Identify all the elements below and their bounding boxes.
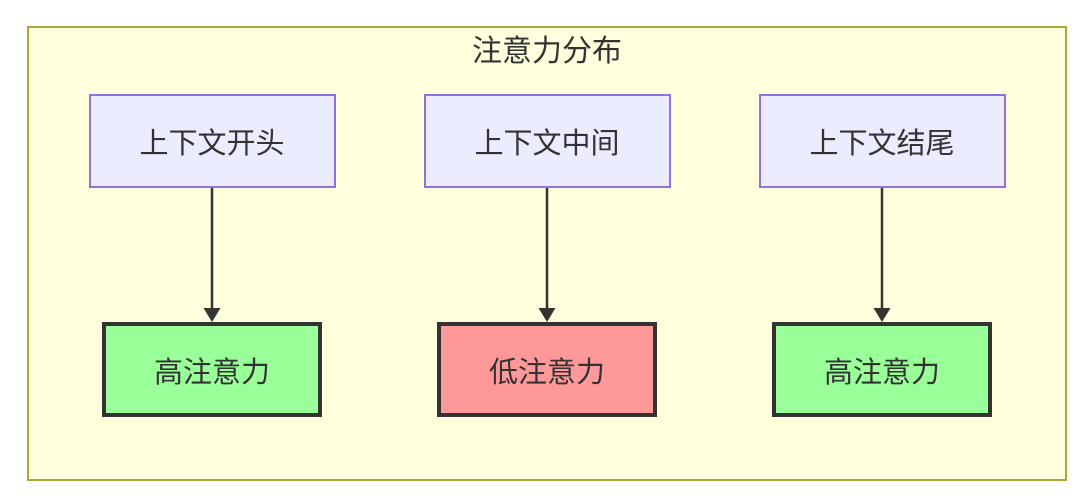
attention-distribution-cluster: 注意力分布 上下文开头 高注意力 上下文中间 — [27, 26, 1067, 481]
node-context-middle: 上下文中间 — [423, 94, 671, 188]
arrow-down-icon — [538, 188, 556, 322]
node-context-middle-label: 上下文中间 — [474, 128, 620, 160]
diagram-title: 注意力分布 — [472, 35, 622, 68]
node-attention-start: 高注意力 — [102, 322, 322, 417]
node-context-start-label: 上下文开头 — [139, 128, 285, 160]
node-context-end: 上下文结尾 — [758, 94, 1006, 188]
column-context-start: 上下文开头 高注意力 — [88, 94, 336, 417]
node-attention-end: 高注意力 — [772, 322, 992, 417]
column-context-middle: 上下文中间 低注意力 — [423, 94, 671, 417]
arrow-down-icon — [873, 188, 891, 322]
node-attention-middle: 低注意力 — [437, 322, 657, 417]
node-context-start: 上下文开头 — [88, 94, 336, 188]
node-context-end-label: 上下文结尾 — [809, 128, 955, 160]
node-attention-start-label: 高注意力 — [153, 356, 270, 389]
node-attention-middle-label: 低注意力 — [488, 356, 605, 389]
column-context-end: 上下文结尾 高注意力 — [758, 94, 1006, 417]
node-attention-end-label: 高注意力 — [823, 356, 940, 389]
arrow-down-icon — [203, 188, 221, 322]
columns-row: 上下文开头 高注意力 上下文中间 低注意力 — [29, 94, 1065, 417]
